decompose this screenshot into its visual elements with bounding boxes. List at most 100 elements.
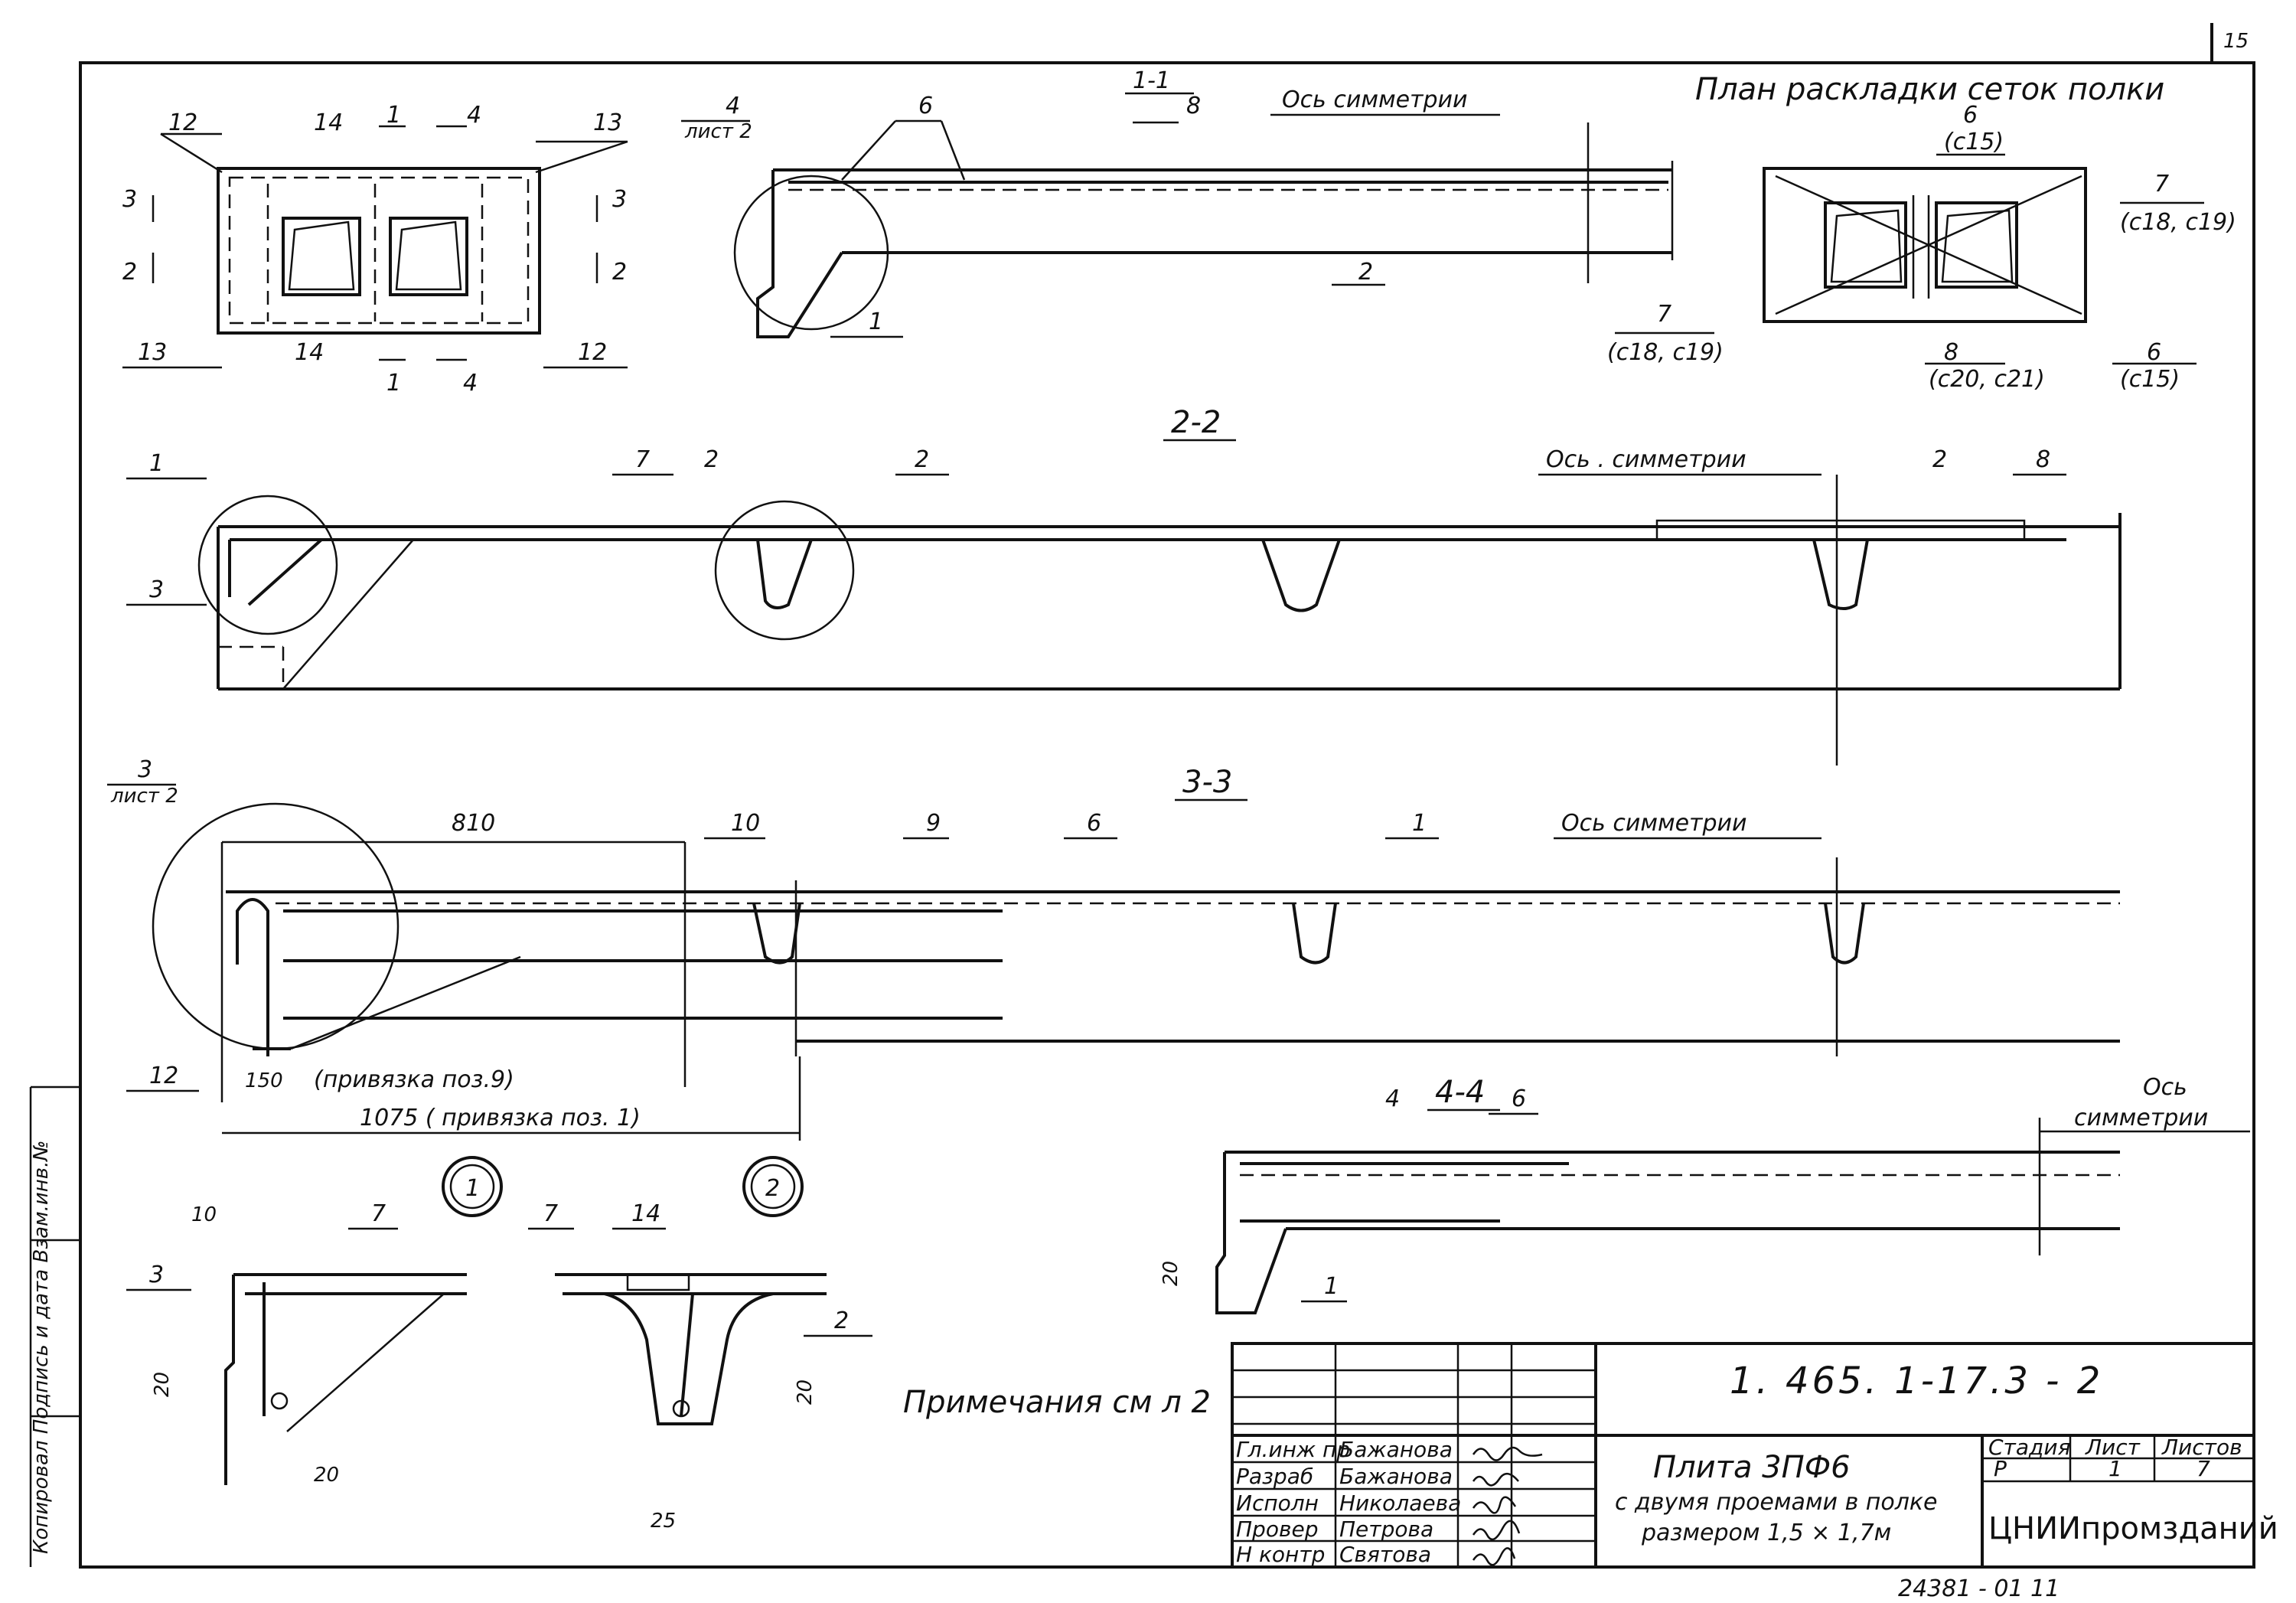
- section-4-4-title: 4-4: [1435, 1075, 1485, 1110]
- signature-3: [1472, 1520, 1521, 1541]
- mesh-label-c18-right: (с18, с19): [2120, 209, 2236, 236]
- s44-axis-word: Ось: [2143, 1074, 2187, 1101]
- mesh-plan: План раскладки сеток полки 6 (с15) 7 (с1…: [1607, 72, 2236, 393]
- tb-name-3: Петрова: [1339, 1516, 1433, 1542]
- plan-label-4b: 4: [463, 370, 478, 397]
- s11-label-8: 8: [1186, 93, 1201, 119]
- signature-4: [1472, 1547, 1516, 1566]
- tb-name-4: Святова: [1339, 1542, 1431, 1567]
- tb-role-1: Разраб: [1236, 1464, 1313, 1489]
- s44-symmetry-word: симметрии: [2074, 1105, 2208, 1131]
- plan-label-2a: 2: [122, 259, 137, 286]
- tb-name-0: Бажанова: [1339, 1437, 1453, 1462]
- bottom-archive-number: 24381 - 01 11: [1898, 1575, 2060, 1602]
- s11-axis-label: Ось симметрии: [1282, 87, 1468, 113]
- mesh-label-c18-left: (с18, с19): [1607, 339, 1724, 366]
- s44-dim-20: 20: [1159, 1261, 1182, 1286]
- tb-stage-value: Р: [1994, 1456, 2007, 1481]
- sheet-frame: 15: [79, 23, 2255, 1569]
- detail-1: 1 10 7 3 20 20: [126, 1156, 503, 1487]
- plan-label-12b: 12: [578, 339, 607, 366]
- tb-code: 1. 465. 1-17.3 - 2: [1730, 1360, 2103, 1402]
- section-1-1-title: 1-1: [1133, 67, 1170, 94]
- mesh-label-7-right: 7: [2154, 171, 2169, 198]
- mesh-label-7-left: 7: [1657, 301, 1671, 328]
- section-3-3: 3-3 3 лист 2 810 10 9 6 1 Ось симметри: [107, 756, 2120, 1141]
- section-2-2-title: 2-2: [1171, 405, 1221, 440]
- detail-2: 2 7 14 2 20 25: [528, 1156, 872, 1533]
- plan-label-2b: 2: [612, 259, 627, 286]
- side-stamp: Копировал Подпись и дата Взам.инв.№: [29, 1086, 80, 1567]
- notes-text: Примечания см л 2: [903, 1385, 1211, 1420]
- s11-callout-num: 4: [726, 93, 740, 119]
- plan-label-13a: 13: [593, 109, 622, 136]
- title-block: 1. 465. 1-17.3 - 2 Плита 3ПФ6 с двумя пр…: [1231, 1342, 2278, 1569]
- tb-role-3: Провер: [1236, 1516, 1318, 1542]
- d2-label-7: 7: [543, 1200, 558, 1227]
- plan-label-13b: 13: [138, 339, 167, 366]
- s33-dim-1075: 1075 ( привязка поз. 1): [360, 1105, 641, 1131]
- detail-1-mark: 1: [465, 1175, 480, 1202]
- d2-label-2: 2: [834, 1308, 849, 1334]
- tb-sheet-head: Лист: [2085, 1435, 2141, 1460]
- s44-label-1: 1: [1324, 1273, 1339, 1300]
- plan-label-14a: 14: [314, 109, 343, 136]
- mesh-label-6-top: 6: [1963, 102, 1978, 129]
- s33-dim-150: 150: [245, 1069, 283, 1092]
- s22-axis-label: Ось . симметрии: [1546, 446, 1746, 473]
- d1-dim-20-h: 20: [314, 1464, 339, 1487]
- s22-label-8: 8: [2036, 446, 2050, 473]
- section-1-1: 1-1 Ось симметрии 4 лист 2 6 8 2 1: [681, 67, 1674, 338]
- s33-label-6: 6: [1087, 810, 1101, 837]
- mesh-label-8: 8: [1944, 339, 1958, 366]
- tb-title-line1: Плита 3ПФ6: [1653, 1450, 1851, 1485]
- tb-sheet-value: 1: [2108, 1456, 2122, 1481]
- d1-label-7: 7: [371, 1200, 386, 1227]
- mesh-label-6-bottom: 6: [2147, 339, 2161, 366]
- s44-label-6: 6: [1512, 1086, 1526, 1112]
- plan-label-14b: 14: [295, 339, 324, 366]
- plan-label-3a: 3: [122, 186, 137, 213]
- s33-label-9: 9: [926, 810, 941, 837]
- tb-role-0: Гл.инж пр: [1236, 1437, 1350, 1462]
- s44-label-4: 4: [1385, 1086, 1400, 1112]
- plan-label-3b: 3: [612, 186, 627, 213]
- s11-callout-sheet: лист 2: [684, 120, 752, 143]
- s33-axis-label: Ось симметрии: [1561, 810, 1747, 837]
- d1-label-3: 3: [149, 1262, 164, 1288]
- plan-label-12a: 12: [168, 109, 197, 136]
- s22-label-2b: 2: [915, 446, 929, 473]
- s33-label-1: 1: [1412, 810, 1427, 837]
- plan-label-4a: 4: [467, 102, 481, 129]
- signature-2: [1472, 1496, 1517, 1514]
- s33-label-12: 12: [149, 1063, 178, 1089]
- tb-title-line2: с двумя проемами в полке: [1615, 1489, 1938, 1516]
- s33-dim-priv9: (привязка поз.9): [314, 1066, 514, 1093]
- tb-name-1: Бажанова: [1339, 1464, 1453, 1489]
- tb-title-line3: размером 1,5 × 1,7м: [1641, 1520, 1891, 1546]
- tb-role-2: Исполн: [1236, 1490, 1319, 1516]
- tb-role-4: Н контр: [1236, 1542, 1325, 1567]
- tb-sheets-head: Листов: [2161, 1435, 2242, 1460]
- tb-sheets-value: 7: [2197, 1456, 2210, 1481]
- s22-label-7: 7: [635, 446, 650, 473]
- mesh-label-c15-top: (с15): [1944, 129, 2004, 155]
- s22-label-3: 3: [149, 576, 164, 603]
- s22-label-2c: 2: [1932, 446, 1947, 473]
- d2-dim-25: 25: [651, 1510, 676, 1533]
- d2-label-14: 14: [631, 1200, 660, 1227]
- s33-callout-num: 3: [138, 756, 152, 783]
- tb-organization: ЦНИИпромзданий: [1988, 1511, 2278, 1546]
- plan-label-1b: 1: [386, 370, 401, 397]
- mesh-label-c15-bottom: (с15): [2120, 366, 2180, 393]
- mesh-plan-title: План раскладки сеток полки: [1695, 72, 2164, 107]
- section-4-4: 4-4 Ось симметрии 4 6 20 1: [1159, 1074, 2250, 1314]
- mesh-label-c20: (с20, с21): [1929, 366, 2045, 393]
- tb-stage-head: Стадия: [1988, 1435, 2070, 1460]
- plan-label-1a: 1: [386, 102, 401, 129]
- sheet-corner-number: 15: [2223, 30, 2249, 53]
- d1-dim-20-v: 20: [151, 1372, 174, 1397]
- s11-label-1: 1: [869, 309, 883, 335]
- d2-dim-20: 20: [794, 1379, 817, 1405]
